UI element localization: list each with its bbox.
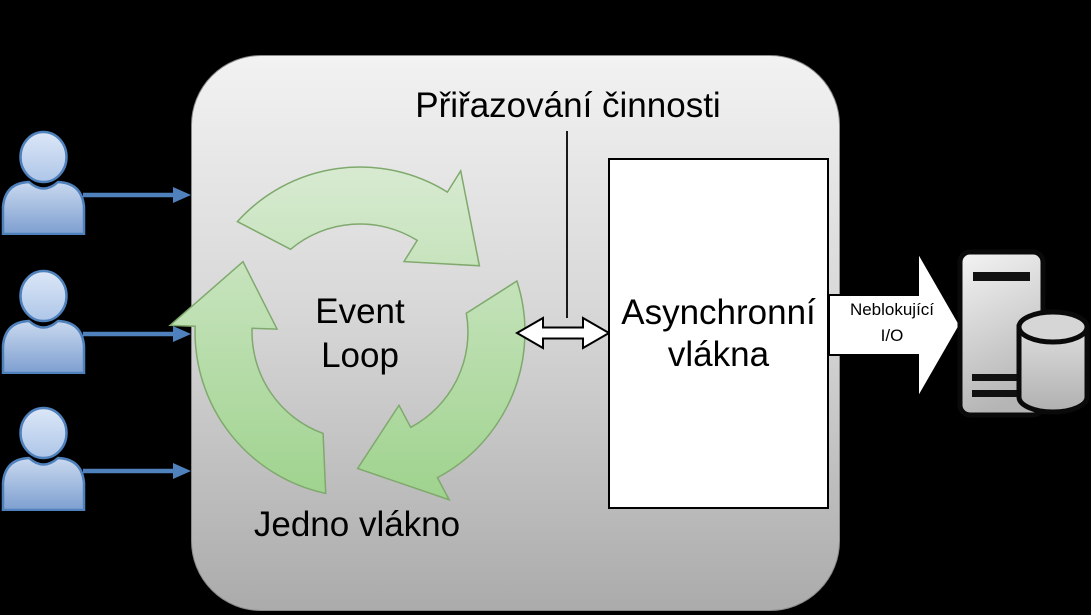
database-cylinder-icon xyxy=(1016,309,1090,415)
nonblocking-io-label: Neblokující I/O xyxy=(828,297,956,349)
user-head xyxy=(19,406,68,460)
async-threads-box: Asynchronní vlákna xyxy=(608,158,829,509)
connector-line xyxy=(566,131,568,318)
user-request-row xyxy=(0,129,200,239)
event-loop-label-line1: Event xyxy=(315,292,405,331)
page-title: Přiřazování činnosti xyxy=(415,86,721,125)
loop-arrow-segment xyxy=(168,260,327,495)
block-arrow-right-icon xyxy=(828,250,962,400)
event-loop-label: Event Loop xyxy=(260,290,460,378)
nonblocking-io-label-line2: I/O xyxy=(880,326,904,345)
user-head xyxy=(19,269,68,323)
single-thread-label: Jedno vlákno xyxy=(253,505,461,544)
user-body xyxy=(1,319,86,374)
user-icon xyxy=(1,269,86,374)
right-arrow-icon xyxy=(83,187,191,203)
circular-recycle-arrows-icon xyxy=(168,166,526,502)
right-arrow-icon xyxy=(83,326,191,342)
server-slot xyxy=(973,272,1030,281)
async-threads-label-line2: vlákna xyxy=(667,334,770,374)
loop-arrow-segment xyxy=(356,279,526,502)
server-with-database-icon xyxy=(957,249,1090,418)
nonblocking-io-label-line1: Neblokující xyxy=(849,300,935,319)
user-icon xyxy=(1,130,86,235)
user-icon xyxy=(1,406,86,511)
user-body xyxy=(1,180,86,235)
event-loop-label-line2: Loop xyxy=(321,336,399,375)
async-threads-label-line1: Asynchronní xyxy=(621,292,816,332)
right-arrow-icon xyxy=(83,463,191,479)
user-body xyxy=(1,456,86,511)
user-request-row xyxy=(0,268,200,378)
loop-arrow-segment xyxy=(236,166,481,267)
user-request-row xyxy=(0,405,200,515)
double-headed-arrow-icon xyxy=(515,316,611,350)
user-head xyxy=(19,130,68,184)
server-bar xyxy=(972,374,1022,381)
server-bar xyxy=(972,390,1022,397)
